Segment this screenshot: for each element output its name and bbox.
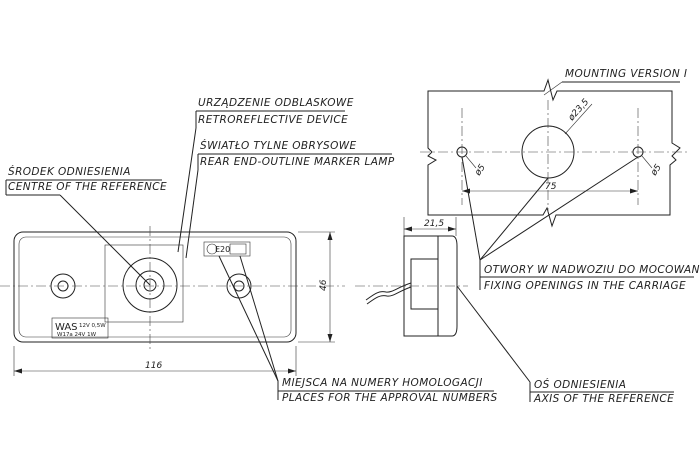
retro-label-pl: URZĄDZENIE ODBLASKOWE [198, 97, 354, 109]
centre-label-en: CENTRE OF THE REFERENCE [8, 181, 167, 193]
approval-label-en: PLACES FOR THE APPROVAL NUMBERS [282, 392, 498, 404]
spec-line-1: 12V 0,5W [79, 323, 106, 329]
reflector-pattern-area [18, 236, 292, 338]
height-value: 46 [319, 279, 329, 291]
axis-label-en: AXIS OF THE REFERENCE [533, 393, 674, 405]
approval-circle [206, 243, 218, 255]
depth-value: 21,5 [424, 219, 444, 229]
label-fixing-openings: OTWORY W NADWOZIU DO MOCOWANIA FIXING OP… [461, 156, 700, 292]
width-dimension: 116 [13, 346, 297, 376]
mounting-plate-outline [427, 78, 681, 228]
side-view: 21,5 [355, 217, 468, 337]
label-rear-marker-lamp: ŚWIATŁO TYLNE OBRYSOWE REAR END-OUTLINE … [185, 139, 395, 259]
width-value: 116 [145, 361, 162, 371]
retro-label-en: RETROREFLECTIVE DEVICE [198, 114, 348, 126]
centre-label-pl: ŚRODEK ODNIESIENIA [8, 165, 131, 178]
hole-diameter-right: ø5 [649, 163, 664, 179]
lamp-lens-window [104, 244, 184, 323]
lamp-label-en: REAR END-OUTLINE MARKER LAMP [200, 156, 395, 168]
label-approval-numbers: MIEJSCA NA NUMERY HOMOLOGACJI PLACES FOR… [218, 255, 498, 404]
lamp-body-outline [13, 231, 297, 343]
label-retroreflective-device: URZĄDZENIE ODBLASKOWE RETROREFLECTIVE DE… [177, 97, 354, 253]
label-axis-of-reference: OŚ ODNIESIENIA AXIS OF THE REFERENCE [456, 285, 674, 405]
fixing-label-en: FIXING OPENINGS IN THE CARRIAGE [484, 280, 686, 292]
mounting-view: MOUNTING VERSION I ø23,5 ø5 ø5 75 [420, 68, 690, 228]
hole-diameter-left: ø5 [473, 163, 488, 179]
hole-spacing: 75 [545, 182, 557, 192]
approval-label-pl: MIEJSCA NA NUMERY HOMOLOGACJI [282, 377, 483, 389]
side-base [410, 258, 439, 310]
label-centre-of-reference: ŚRODEK ODNIESIENIA CENTRE OF THE REFEREN… [5, 165, 167, 286]
height-dimension: 46 [298, 231, 335, 343]
approval-mark: E20 [215, 245, 230, 254]
mounting-label: MOUNTING VERSION I [565, 68, 687, 80]
center-diameter: ø23,5 [566, 97, 591, 124]
marking-plate [51, 317, 109, 339]
approval-area [203, 241, 251, 257]
brand-mark: WAS [55, 322, 78, 333]
spec-line-2: W17a 24V 1W [57, 332, 97, 338]
fixing-label-pl: OTWORY W NADWOZIU DO MOCOWANIA [484, 264, 700, 276]
axis-label-pl: OŚ ODNIESIENIA [534, 378, 626, 391]
central-light-core [143, 278, 157, 292]
approval-box [229, 243, 247, 255]
cable [365, 282, 412, 301]
lamp-label-pl: ŚWIATŁO TYLNE OBRYSOWE [200, 139, 357, 152]
front-view: E20 WAS 12V 0,5W W17a 24V 1W [0, 226, 345, 352]
